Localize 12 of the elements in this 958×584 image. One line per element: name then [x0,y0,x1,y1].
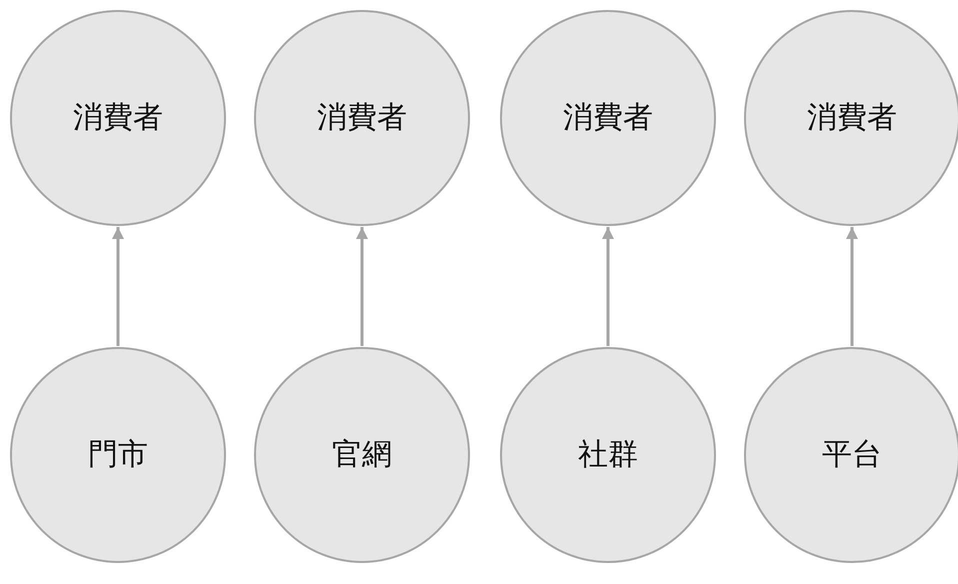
node-label: 門市 [88,437,148,473]
node-label: 消費者 [563,100,653,136]
node-label: 消費者 [317,100,407,136]
node-label: 社群 [578,437,638,473]
node-label: 官網 [332,437,392,473]
node-label: 消費者 [807,100,897,136]
arrow [112,227,124,346]
arrow [602,227,614,346]
arrow [846,227,858,346]
node-label: 平台 [822,437,882,473]
arrow [356,227,368,346]
node-label: 消費者 [73,100,163,136]
